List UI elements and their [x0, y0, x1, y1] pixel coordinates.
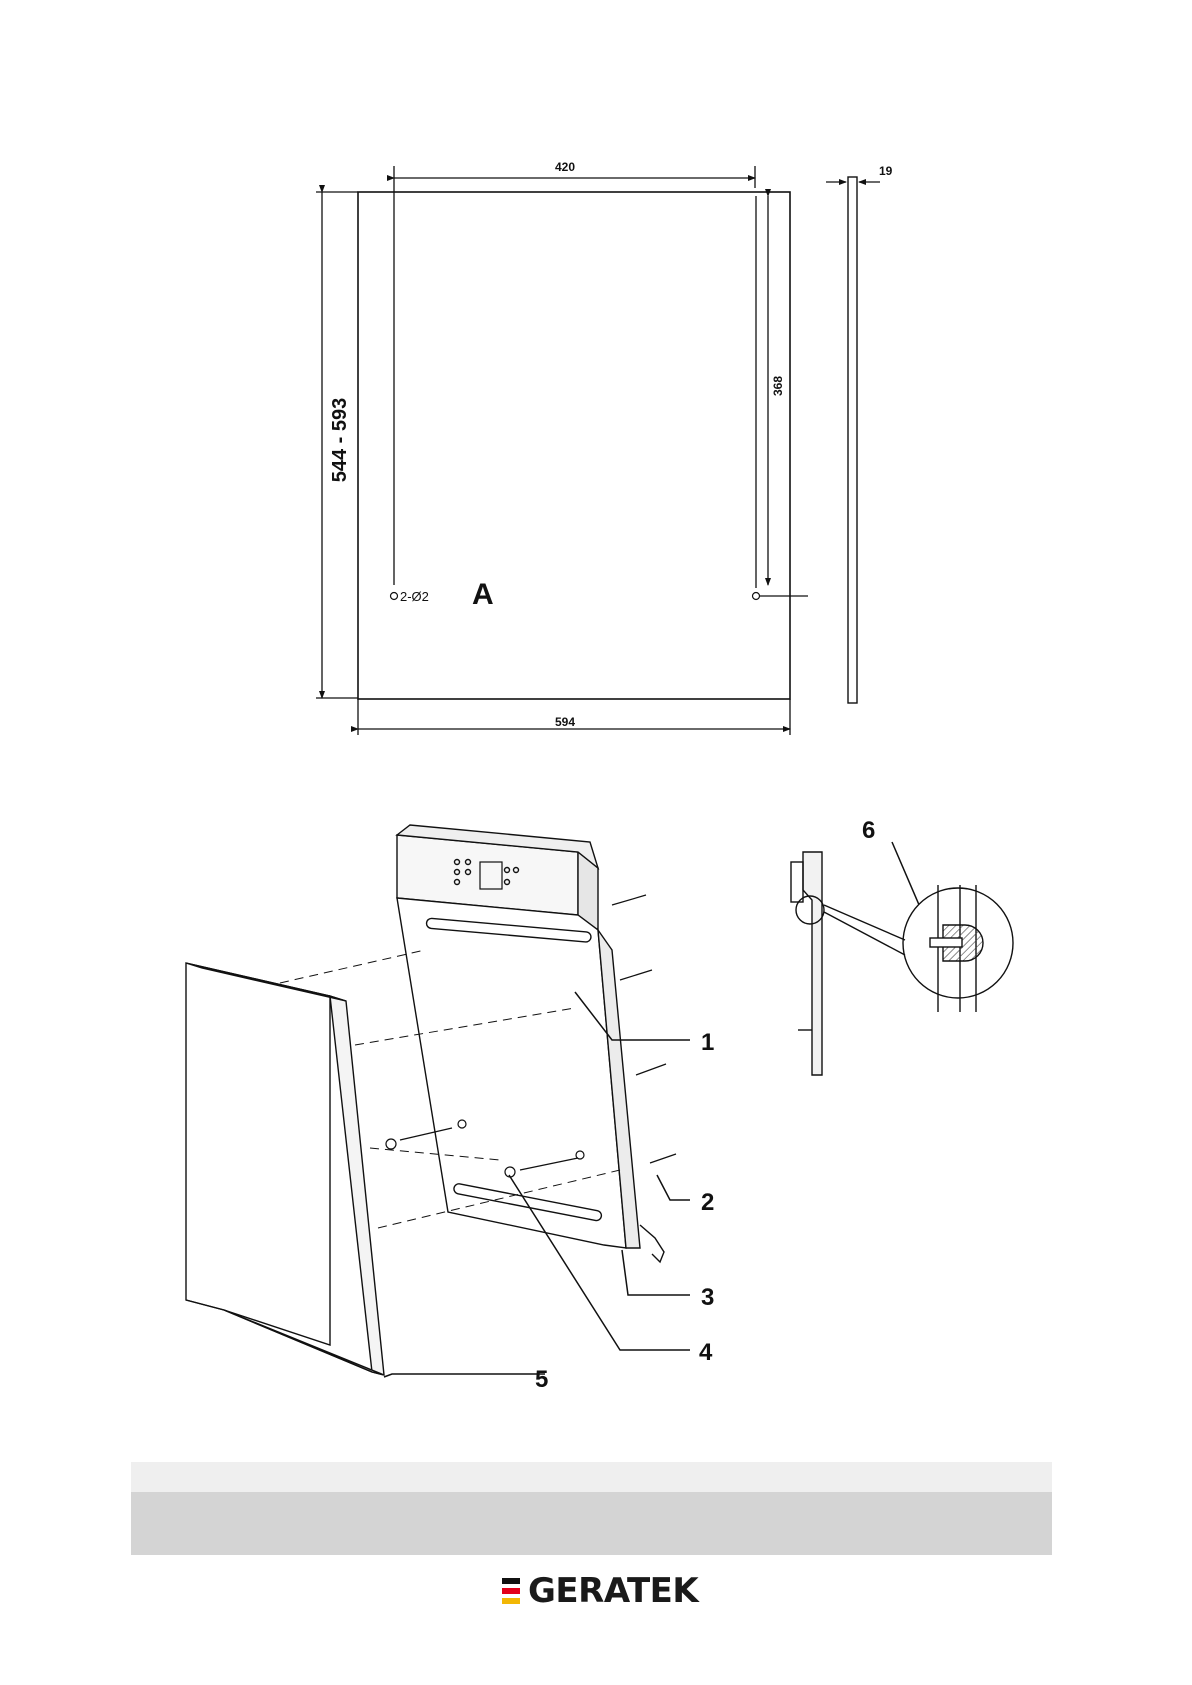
panel-side-view: [848, 177, 857, 703]
view-label-a: A: [472, 578, 494, 611]
detail-view: [824, 885, 1013, 1012]
brand-flag-icon: [502, 1578, 524, 1604]
callout-5: 5: [535, 1366, 548, 1393]
dim-vertical: 368: [771, 376, 785, 396]
dim-height-range: 544 - 593: [329, 398, 351, 483]
flag-stripe-red: [502, 1588, 520, 1594]
footer-bar-light: [131, 1462, 1052, 1492]
callout-1: 1: [701, 1029, 714, 1056]
callout-4: 4: [699, 1339, 713, 1366]
installation-diagram: 420 19 544 - 593 368 2-Ø2 A 594: [0, 0, 1192, 1400]
dim-width-top: 420: [555, 160, 575, 174]
door-side-view: [791, 852, 824, 1075]
assembly-drawing: [186, 825, 1013, 1377]
callout-6: 6: [862, 817, 875, 844]
flag-stripe-gold: [502, 1598, 520, 1604]
brand-logo: GERATEK: [502, 1571, 698, 1611]
door-frame: [397, 825, 664, 1262]
panel-outline: [358, 192, 790, 699]
dim-width-bottom: 594: [555, 715, 575, 729]
hole-right: [753, 593, 760, 600]
flag-stripe-black: [502, 1578, 520, 1584]
callout-3: 3: [701, 1284, 714, 1311]
hole-left: [391, 593, 398, 600]
dim-thickness: 19: [879, 164, 893, 178]
hole-label: 2-Ø2: [400, 589, 429, 604]
brand-name: GERATEK: [528, 1574, 698, 1608]
decor-panel: [186, 963, 384, 1375]
panel-dimension-drawing: [316, 166, 880, 735]
callout-2: 2: [701, 1189, 714, 1216]
footer-bar-dark: [131, 1492, 1052, 1555]
